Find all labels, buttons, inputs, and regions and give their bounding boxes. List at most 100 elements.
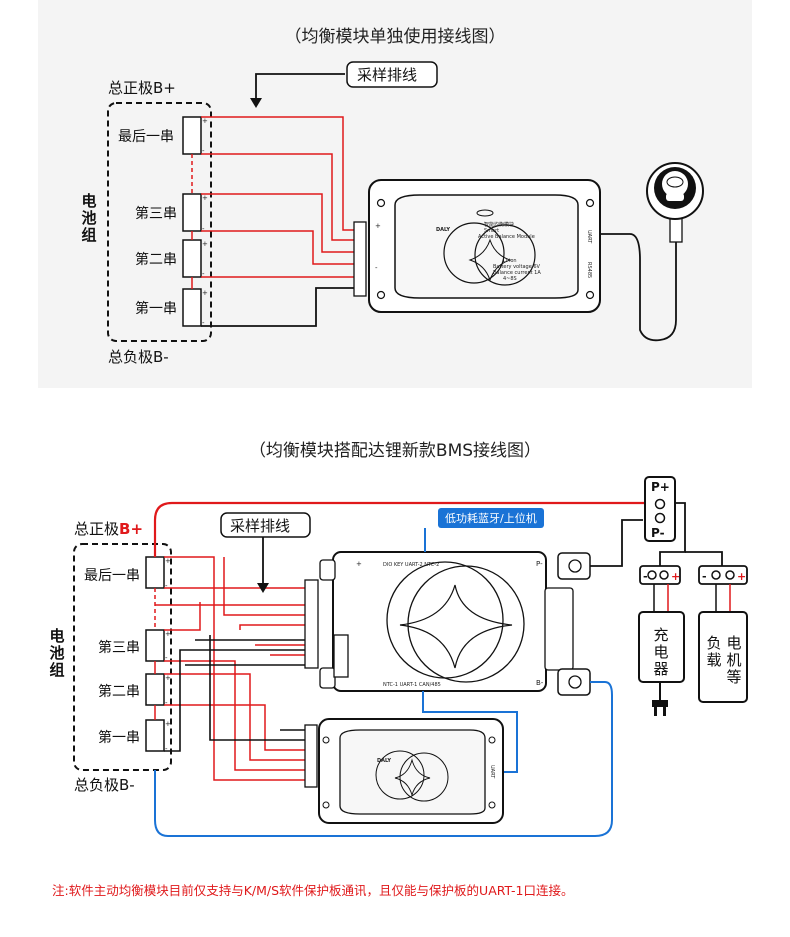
svg-text:-: - <box>165 582 168 590</box>
d2-load-box <box>698 611 748 703</box>
d2-module-port: UART <box>489 765 495 779</box>
d1-pos-label: 总正极B+ <box>108 79 176 97</box>
svg-text:智能均衡模块: 智能均衡模块 <box>484 221 514 228</box>
svg-text:-: - <box>202 270 205 278</box>
d2-cell-3 <box>145 629 165 662</box>
svg-text:+: + <box>202 289 208 297</box>
d2-bt-label: 低功耗蓝牙/上位机 <box>438 508 544 528</box>
svg-text:+: + <box>737 570 746 583</box>
d2-bms-top-labels: DIO KEY UART-2 NTC-2 <box>383 562 439 568</box>
d1-sampling-label: 采样排线 <box>357 66 418 84</box>
d2-battery-pack-outline <box>73 543 172 771</box>
d2-cell-label-3: 第三串 <box>98 640 140 656</box>
d2-black-wires <box>164 635 308 752</box>
d2-load-label-left: 负载 <box>706 634 722 669</box>
svg-text:B-: B- <box>536 679 544 687</box>
d1-neg-label: 总负极B- <box>108 348 169 366</box>
svg-text:-: - <box>202 319 205 327</box>
svg-text:+: + <box>202 194 208 202</box>
d2-cell-label-1: 第一串 <box>98 730 140 746</box>
d1-cell-2 <box>182 239 202 278</box>
d2-sampling-wires <box>155 556 310 781</box>
d2-pminus-label: P- <box>651 526 665 540</box>
d2-module-brand: DALY <box>377 758 391 764</box>
svg-text:+: + <box>165 557 171 565</box>
svg-text:-: - <box>202 147 205 155</box>
svg-text:Balance current 1A: Balance current 1A <box>493 270 541 276</box>
svg-text:UART: UART <box>586 230 592 244</box>
d1-display-cable <box>600 233 677 342</box>
diagram2-title: （均衡模块搭配达锂新款BMS接线图） <box>248 441 542 461</box>
d1-cell-label-last: 最后一串 <box>118 129 174 145</box>
d1-battery-pack-outline <box>107 102 212 342</box>
d2-module-connector <box>304 724 318 788</box>
d2-cells: + - + - + - + - <box>145 556 171 753</box>
d2-pack-label: 电池组 <box>49 627 65 679</box>
d1-cell-last <box>182 116 202 155</box>
d2-balance-module: DALY UART <box>318 718 504 824</box>
d2-cell-1 <box>145 719 165 752</box>
svg-text:-: - <box>375 264 378 272</box>
d2-charger-box <box>638 611 685 683</box>
d2-pminus-wire <box>590 519 643 567</box>
diagram1-title: （均衡模块单独使用接线图） <box>284 27 506 47</box>
svg-text:-: - <box>202 225 205 233</box>
svg-text:Smart: Smart <box>484 228 499 234</box>
svg-text:4~8S: 4~8S <box>503 276 517 282</box>
d2-pplus-block <box>644 476 676 542</box>
svg-text:+: + <box>165 630 171 638</box>
d1-bt-display <box>646 162 704 243</box>
footer-note: 注:软件主动均衡模块目前仅支持与K/M/S软件保护板通讯，且仅能与保护板的UAR… <box>52 883 574 898</box>
d1-cell-label-2: 第二串 <box>135 252 177 268</box>
d2-sampling-label-box <box>220 512 311 538</box>
svg-text:-: - <box>165 699 168 707</box>
svg-text:+: + <box>671 570 680 583</box>
d2-cell-2 <box>145 673 165 706</box>
svg-text:-: - <box>702 570 707 583</box>
svg-text:-: - <box>165 745 168 753</box>
d1-sampling-arrow <box>255 73 345 100</box>
d1-cell-label-3: 第三串 <box>135 206 177 222</box>
d1-negative-wire <box>201 287 354 327</box>
d2-bms-board: + DIO KEY UART-2 NTC-2 NTC-1 UART-1 CAN/… <box>319 551 591 696</box>
d1-cells: + - + - + - + - <box>182 116 208 327</box>
svg-text:+: + <box>375 222 381 230</box>
d1-cell-label-1: 第一串 <box>135 301 177 317</box>
d2-cell-label-last: 最后一串 <box>84 568 140 584</box>
d1-cell-3 <box>182 193 202 232</box>
d2-uart-blue-wire <box>422 691 518 773</box>
svg-text:+: + <box>165 674 171 682</box>
svg-text:P-: P- <box>536 560 543 568</box>
d1-connector <box>353 221 367 297</box>
d2-neg-label: 总负极B- <box>74 776 135 794</box>
svg-text:+: + <box>202 117 208 125</box>
d1-pack-label: 电池组 <box>81 192 97 244</box>
svg-text:Active Balance Module: Active Balance Module <box>478 234 535 240</box>
d1-cell-1 <box>182 288 202 327</box>
d2-cell-label-2: 第二串 <box>98 684 140 700</box>
plug-icon <box>652 682 668 716</box>
d2-bms-connector <box>304 579 319 669</box>
svg-text:Battery voltage 6V: Battery voltage 6V <box>493 264 541 270</box>
d2-pplus-label: P+ <box>651 480 670 494</box>
d1-sampling-wires <box>201 116 354 278</box>
d2-load-label-right: 电机等 <box>726 634 742 686</box>
svg-text:-: - <box>165 654 168 662</box>
d1-module-brand: DALY <box>436 227 450 233</box>
d2-bms-bottom-labels: NTC-1 UART-1 CAN/485 <box>383 682 441 688</box>
svg-text:+: + <box>165 720 171 728</box>
d2-pos-label: 总正极B+ <box>74 520 144 538</box>
d2-cell-last <box>145 556 165 589</box>
svg-text:RS485: RS485 <box>586 262 592 278</box>
d2-output-wires <box>659 502 723 566</box>
svg-text:+: + <box>356 560 362 568</box>
svg-text:Li-ion: Li-ion <box>503 258 517 264</box>
d2-bminus-blue-wire <box>154 681 613 837</box>
d2-positive-wire <box>153 501 645 557</box>
d2-charger-label: 充电器 <box>653 626 669 678</box>
d2-sampling-label: 采样排线 <box>230 517 291 535</box>
svg-text:-: - <box>643 570 648 583</box>
svg-text:+: + <box>202 240 208 248</box>
d1-sampling-label-box <box>346 61 438 88</box>
